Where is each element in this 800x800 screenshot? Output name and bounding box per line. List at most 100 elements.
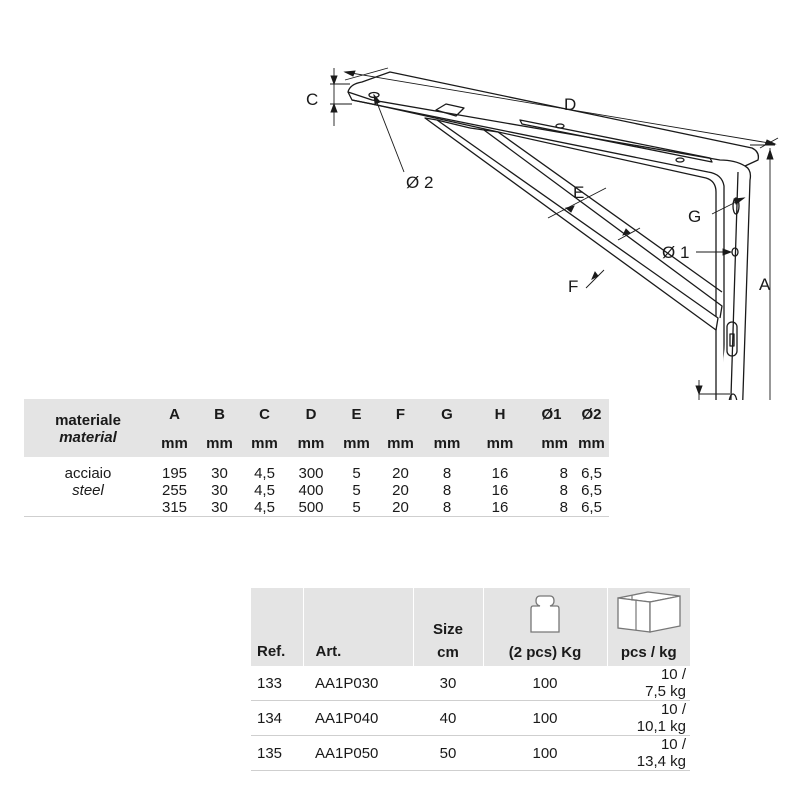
cell-d: 400: [298, 482, 324, 499]
cell-load: 100: [483, 666, 607, 701]
cell-pack: 10 / 7,5 kg: [607, 666, 690, 701]
material-label-it: materiale: [55, 412, 121, 429]
dim-label-g: G: [688, 207, 701, 226]
cell-pack-pcs: 10 /: [660, 666, 686, 683]
cell-b: 30: [211, 482, 228, 499]
dim-label-c: C: [306, 90, 318, 109]
unit-cell: mm: [574, 429, 609, 457]
table-row: steel 255 30 4,5 400 5 20 8 16 8 6,5: [24, 482, 609, 499]
col-header-c: C: [242, 399, 287, 429]
table-row: acciaio 195 30 4,5 300 5 20 8 16 8 6,5: [24, 465, 609, 482]
cell-load: 100: [483, 700, 607, 736]
cell-e: 5: [352, 482, 361, 499]
bracket-strut: [424, 117, 719, 331]
unit-cell: mm: [242, 429, 287, 457]
order-table: Ref. Art. Size cm (2 pcs) Kg pcs /: [251, 588, 690, 771]
table-row: 133 AA1P030 30 100 10 / 7,5 kg: [251, 666, 690, 701]
row-material: acciaio: [64, 465, 112, 482]
cell-pack: 10 / 10,1 kg: [607, 700, 690, 736]
cell-g: 8: [442, 482, 452, 499]
cell-g: 8: [423, 499, 471, 517]
cell-d: 500: [287, 499, 335, 517]
cell-d1: 8: [559, 482, 568, 499]
cell-d2: 6,5: [574, 499, 609, 517]
mount-hole-g: [732, 197, 740, 215]
cell-art: AA1P040: [303, 700, 413, 736]
header-pack: pcs / kg: [606, 638, 690, 666]
table-row: 134 AA1P040 40 100 10 / 10,1 kg: [251, 700, 690, 736]
cell-size: 50: [413, 735, 483, 771]
cell-ref: 134: [251, 700, 303, 736]
col-header-a: A: [152, 399, 197, 429]
unit-cell: mm: [471, 429, 529, 457]
cell-a: 195: [161, 465, 188, 482]
col-header-e: E: [335, 399, 378, 429]
cell-f: 20: [378, 499, 423, 517]
cell-d2: 6,5: [581, 465, 602, 482]
cell-g: 8: [442, 465, 452, 482]
col-header-d2: Ø2: [574, 399, 609, 429]
bracket-drawing: C D A B H G Ø 1 Ø 2 E F: [306, 67, 779, 400]
dim-label-d1: Ø 1: [662, 243, 689, 262]
header-ref: Ref.: [251, 588, 303, 666]
col-header-g: G: [423, 399, 471, 429]
cell-art: AA1P030: [303, 666, 413, 701]
row-material-en: steel: [72, 482, 104, 499]
slot-middle: [726, 321, 738, 357]
bracket-top-arm: [347, 71, 760, 167]
cell-pack-kg: 7,5 kg: [645, 683, 686, 700]
mount-hole-h: [728, 393, 738, 400]
cell-pack-kg: 10,1 kg: [636, 718, 686, 735]
weight-icon-cell: [482, 588, 607, 638]
unit-cell: mm: [529, 429, 574, 457]
header-load: (2 pcs) Kg: [482, 638, 607, 666]
cell-b: 30: [197, 499, 242, 517]
box-icon-cell: [606, 588, 690, 638]
cell-ref: 133: [251, 666, 303, 701]
col-header-h: H: [471, 399, 529, 429]
bracket-clip: [435, 103, 465, 117]
cell-b: 30: [211, 465, 228, 482]
box-icon: [614, 588, 684, 638]
header-art: Art.: [302, 588, 413, 666]
material-header: materiale: [24, 399, 152, 429]
cell-size: 40: [413, 700, 483, 736]
dim-label-e: E: [573, 183, 584, 202]
cell-h: 16: [491, 482, 509, 499]
cell-a: 255: [161, 482, 188, 499]
header-size: Size: [412, 588, 483, 638]
cell-load: 100: [483, 735, 607, 771]
unit-cell: mm: [152, 429, 197, 457]
table-row: 315 30 4,5 500 5 20 8 16 8 6,5: [24, 499, 609, 517]
unit-cell: mm: [335, 429, 378, 457]
cell-h: 16: [471, 499, 529, 517]
cell-c: 4,5: [242, 499, 287, 517]
cell-h: 16: [491, 465, 509, 482]
col-header-b: B: [197, 399, 242, 429]
col-header-d1: Ø1: [529, 399, 574, 429]
cell-pack-pcs: 10 /: [660, 736, 686, 753]
cell-a: 315: [152, 499, 197, 517]
unit-cell: mm: [423, 429, 471, 457]
dim-label-a: A: [759, 275, 771, 294]
cell-d: 300: [298, 465, 324, 482]
cell-pack: 10 / 13,4 kg: [607, 735, 690, 771]
cell-e: 5: [335, 499, 378, 517]
weight-icon: [528, 594, 562, 638]
col-header-f: F: [378, 399, 423, 429]
material-label-en: material: [59, 429, 117, 446]
cell-d1: 8: [529, 499, 574, 517]
unit-cell: mm: [287, 429, 335, 457]
material-header-en: material: [24, 429, 152, 457]
cell-pack-kg: 13,4 kg: [636, 753, 686, 770]
cell-c: 4,5: [254, 465, 275, 482]
dim-label-f: F: [568, 277, 578, 296]
col-header-d: D: [287, 399, 335, 429]
cell-e: 5: [352, 465, 361, 482]
cell-ref: 135: [251, 735, 303, 771]
cell-c: 4,5: [254, 482, 275, 499]
cell-art: AA1P050: [303, 735, 413, 771]
specification-table: materiale A B C D E F G H Ø1 Ø2 material…: [24, 399, 609, 517]
cell-size: 30: [413, 666, 483, 701]
table-row: 135 AA1P050 50 100 10 / 13,4 kg: [251, 735, 690, 771]
